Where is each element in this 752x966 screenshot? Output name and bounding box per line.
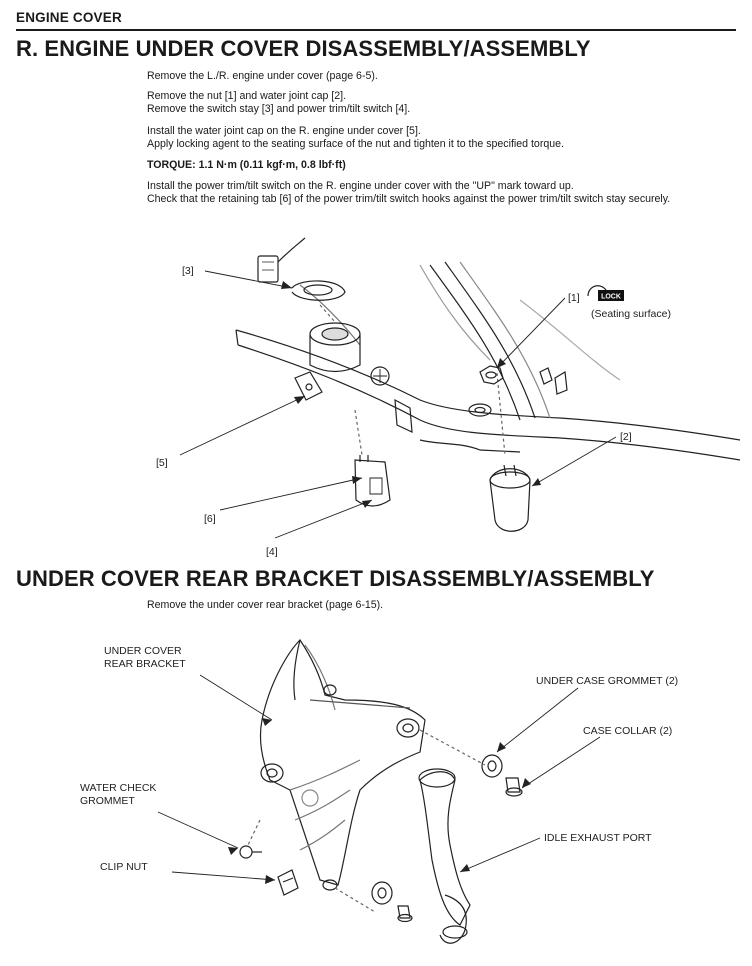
section1-step4: Install the power trim/tilt switch on th… bbox=[147, 180, 737, 206]
torque-spec: TORQUE: 1.1 N·m (0.11 kgf·m, 0.8 lbf·ft) bbox=[147, 159, 346, 171]
step3b-text: Apply locking agent to the seating surfa… bbox=[147, 138, 564, 150]
section1-title: R. ENGINE UNDER COVER DISASSEMBLY/ASSEMB… bbox=[16, 36, 591, 61]
water-check-grommet bbox=[239, 845, 253, 859]
switch-boss bbox=[309, 335, 361, 373]
idle-exhaust-port bbox=[419, 771, 471, 926]
callout-5: [5] bbox=[156, 457, 168, 469]
step1-text: Remove the L./R. engine under cover (pag… bbox=[147, 70, 378, 82]
step3a-text: Install the water joint cap on the R. en… bbox=[147, 125, 421, 137]
step2b-text: Remove the switch stay [3] and power tri… bbox=[147, 103, 411, 115]
leader-2 bbox=[531, 436, 617, 487]
cover-curve-right bbox=[429, 264, 521, 421]
label-grommet: UNDER CASE GROMMET (2) bbox=[536, 675, 678, 687]
leader-4 bbox=[274, 499, 373, 539]
leader-clipnut bbox=[171, 871, 276, 881]
switch-connector bbox=[257, 255, 279, 283]
section1-step1: Remove the L./R. engine under cover (pag… bbox=[147, 70, 737, 83]
cover-tab bbox=[294, 371, 323, 401]
leader-water-check bbox=[157, 811, 239, 849]
label-bracket-line2: REAR BRACKET bbox=[104, 658, 186, 670]
cover-edge-lower bbox=[237, 344, 741, 461]
leader-1 bbox=[496, 297, 566, 369]
callout-4: [4] bbox=[266, 546, 278, 558]
switch-stay bbox=[291, 280, 346, 301]
nut-1 bbox=[479, 365, 504, 385]
clip-nut bbox=[277, 869, 299, 896]
washer bbox=[468, 403, 492, 417]
step2a-text: Remove the nut [1] and water joint cap [… bbox=[147, 90, 347, 102]
lock-badge-icon bbox=[598, 290, 624, 301]
lock-curve-icon bbox=[587, 285, 607, 297]
callout-6: [6] bbox=[204, 513, 216, 525]
step4a-text: Install the power trim/tilt switch on th… bbox=[147, 180, 574, 192]
leader-exhaust bbox=[459, 837, 541, 873]
label-bracket-line1: UNDER COVER bbox=[104, 645, 182, 657]
label-water-check-line1: WATER CHECK bbox=[80, 782, 156, 794]
cover-edge-upper bbox=[235, 329, 741, 441]
section1-step2: Remove the nut [1] and water joint cap [… bbox=[147, 90, 737, 116]
under-case-grommet-lower bbox=[371, 881, 393, 905]
callout-3: [3] bbox=[182, 265, 194, 277]
water-joint-cap bbox=[489, 468, 531, 532]
section-header: ENGINE COVER bbox=[16, 10, 122, 25]
seating-surface-note: (Seating surface) bbox=[591, 308, 671, 320]
leader-grommet bbox=[496, 687, 579, 753]
leader-5 bbox=[179, 395, 306, 456]
under-case-grommet-upper bbox=[481, 754, 503, 778]
bracket-hole-left bbox=[260, 763, 284, 783]
header-rule bbox=[16, 29, 736, 31]
leader-6 bbox=[219, 477, 363, 511]
leader-3 bbox=[204, 270, 293, 289]
label-water-check-line2: GROMMET bbox=[80, 795, 135, 807]
leader-bracket bbox=[199, 674, 273, 721]
power-trim-switch bbox=[354, 459, 391, 507]
label-collar: CASE COLLAR (2) bbox=[583, 725, 672, 737]
step4b-text: Check that the retaining tab [6] of the … bbox=[147, 193, 671, 205]
callout-2: [2] bbox=[620, 431, 632, 443]
case-collar-lower bbox=[397, 905, 411, 919]
rear-bracket bbox=[259, 639, 426, 886]
callout-1: [1] bbox=[568, 292, 580, 304]
bracket-hole-right bbox=[396, 718, 420, 738]
section1-step3: Install the water joint cap on the R. en… bbox=[147, 125, 737, 151]
case-collar-upper bbox=[505, 777, 521, 793]
lock-badge-text: LOCK bbox=[601, 294, 621, 301]
small-grommet bbox=[370, 366, 390, 386]
leader-collar bbox=[521, 736, 601, 789]
section2-step1: Remove the under cover rear bracket (pag… bbox=[147, 599, 384, 611]
section2-title: UNDER COVER REAR BRACKET DISASSEMBLY/ASS… bbox=[16, 566, 655, 591]
label-clipnut: CLIP NUT bbox=[100, 861, 148, 873]
label-exhaust: IDLE EXHAUST PORT bbox=[544, 832, 652, 844]
